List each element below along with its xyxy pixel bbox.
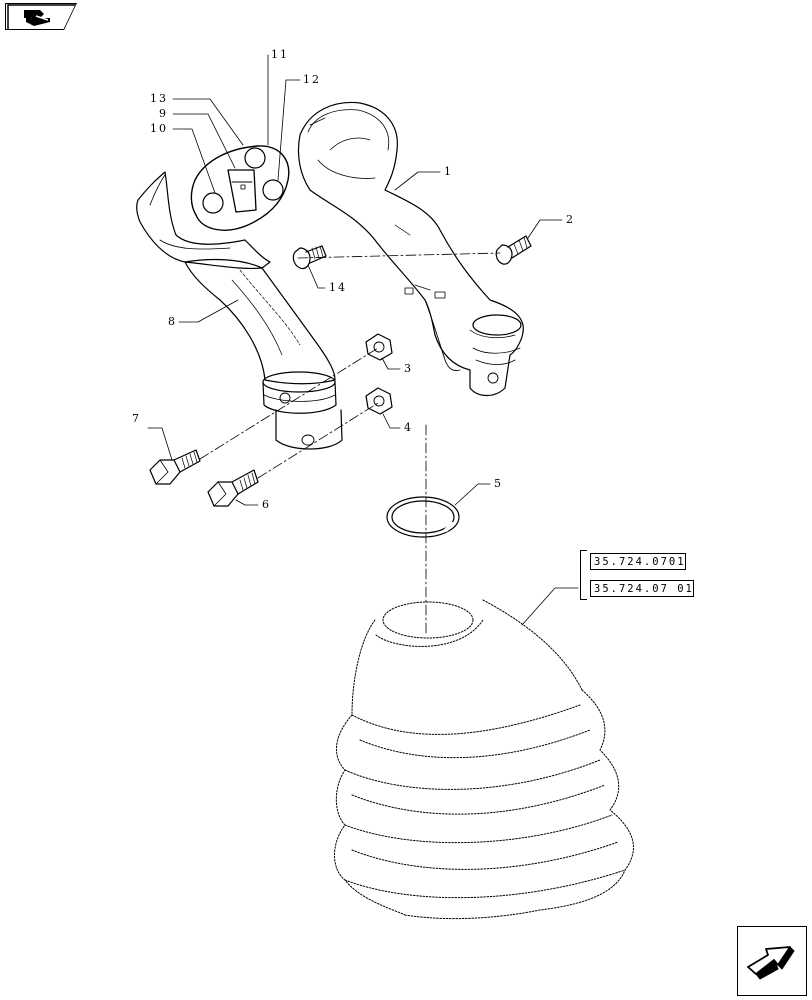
callout-6: 6 [262, 498, 271, 511]
prev-page-icon [7, 4, 77, 30]
next-page-icon [747, 946, 795, 980]
prev-page-button[interactable] [5, 3, 77, 30]
snap-ring-part-5 [386, 496, 460, 538]
right-grip-half [297, 101, 524, 397]
reference-link-35-724-0701[interactable]: 35.724.0701 [590, 553, 686, 570]
callout-8: 8 [168, 315, 177, 328]
callout-9: 9 [159, 107, 168, 120]
callout-4: 4 [404, 421, 413, 434]
reference-bracket [580, 550, 587, 600]
callout-7: 7 [132, 412, 141, 425]
leader-lines [147, 54, 579, 626]
bolt-part-7 [149, 449, 201, 485]
callout-13: 13 [150, 92, 168, 105]
left-grip-half [136, 145, 343, 450]
callout-12: 12 [303, 73, 321, 86]
nut-part-4 [365, 387, 393, 415]
callout-1: 1 [444, 165, 453, 178]
callout-3: 3 [404, 362, 413, 375]
callout-14: 14 [329, 281, 347, 294]
callout-5: 5 [494, 477, 503, 490]
reference-link-35-724-07-01[interactable]: 35.724.07 01 [590, 580, 694, 597]
nut-part-3 [365, 333, 393, 361]
bolt-part-6 [207, 469, 259, 507]
callout-11: 11 [271, 48, 289, 61]
assembly-centerlines [199, 252, 501, 636]
callout-2: 2 [566, 213, 575, 226]
callout-10: 10 [150, 122, 168, 135]
screw-part-14 [292, 245, 327, 270]
screw-part-2 [495, 235, 532, 265]
next-page-button[interactable] [737, 926, 807, 996]
rubber-boot [334, 599, 634, 920]
